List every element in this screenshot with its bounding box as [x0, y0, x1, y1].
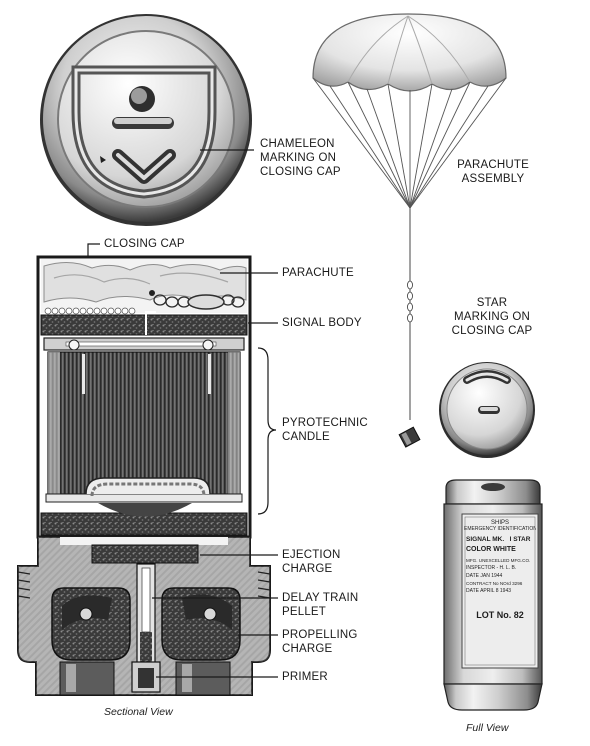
- propelling-label-line1: PROPELLING: [282, 629, 358, 641]
- star-label-line3: CLOSING CAP: [451, 325, 533, 337]
- ejection-label-line1: EJECTION: [282, 549, 341, 561]
- signal-body-label: SIGNAL BODY: [282, 317, 362, 329]
- plate-line-date1: DATE JAN 1944: [466, 573, 503, 579]
- sectional-leader-lines: [87, 243, 278, 678]
- parachute-assembly-label-line1: PARACHUTE: [457, 159, 529, 171]
- plate-line-date2: DATE APRIL 8 1943: [466, 588, 512, 594]
- chameleon-cap-illustration: [40, 14, 252, 226]
- delay-label-line2: PELLET: [282, 606, 327, 618]
- star-label-line2: MARKING ON: [453, 311, 531, 323]
- full-view-illustration: [443, 479, 543, 711]
- plate-line-ships: SHIPS: [490, 520, 509, 526]
- chameleon-label: CHAMELEON MARKING ON CLOSING CAP: [260, 137, 341, 179]
- sectional-view-caption: Sectional View: [104, 706, 173, 718]
- propelling-charge-label: PROPELLING CHARGE: [282, 628, 358, 656]
- pyrotechnic-label-line2: CANDLE: [282, 431, 330, 443]
- parachute-assembly-label-line2: ASSEMBLY: [461, 173, 525, 185]
- sectional-view-illustration: [17, 255, 271, 696]
- star-label: STAR MARKING ON CLOSING CAP: [442, 296, 542, 338]
- chameleon-label-line1: CHAMELEON: [260, 138, 335, 150]
- parachute-label: PARACHUTE: [282, 267, 354, 279]
- plate-line-contract: CONTRACT No NOrd 3296: [466, 581, 523, 586]
- plate-line-signal: SIGNAL MK. I STAR: [466, 536, 531, 543]
- parachute-assembly-illustration: [312, 13, 507, 448]
- propelling-label-line2: CHARGE: [282, 643, 333, 655]
- plate-line-mfg: MFG. UNEXCELLED MFG.CO.: [466, 558, 531, 563]
- full-view-caption: Full View: [466, 722, 509, 734]
- primer-label: PRIMER: [282, 671, 328, 683]
- plate-line-inspector: INSPECTOR - H. L. B.: [466, 565, 517, 571]
- pyrotechnic-label-line1: PYROTECHNIC: [282, 417, 368, 429]
- nameplate: SHIPS EMERGENCY IDENTIFICATION SIGNAL MK…: [464, 517, 536, 665]
- delay-label-line1: DELAY TRAIN: [282, 592, 359, 604]
- ejection-label-line2: CHARGE: [282, 563, 333, 575]
- delay-train-label: DELAY TRAIN PELLET: [282, 591, 358, 619]
- closing-cap-label: CLOSING CAP: [104, 238, 185, 250]
- plate-line-color: COLOR WHITE: [466, 546, 516, 553]
- pyrotechnic-candle-label: PYROTECHNIC CANDLE: [282, 416, 368, 444]
- chameleon-label-line3: CLOSING CAP: [260, 166, 341, 178]
- star-cap-illustration: [439, 362, 535, 458]
- parachute-assembly-label: PARACHUTE ASSEMBLY: [448, 158, 538, 186]
- plate-lot: LOT No. 82: [476, 610, 524, 620]
- ejection-charge-label: EJECTION CHARGE: [282, 548, 340, 576]
- star-label-line1: STAR: [476, 297, 508, 309]
- plate-line-emergency: EMERGENCY IDENTIFICATION: [464, 526, 536, 532]
- chameleon-label-line2: MARKING ON: [260, 152, 337, 164]
